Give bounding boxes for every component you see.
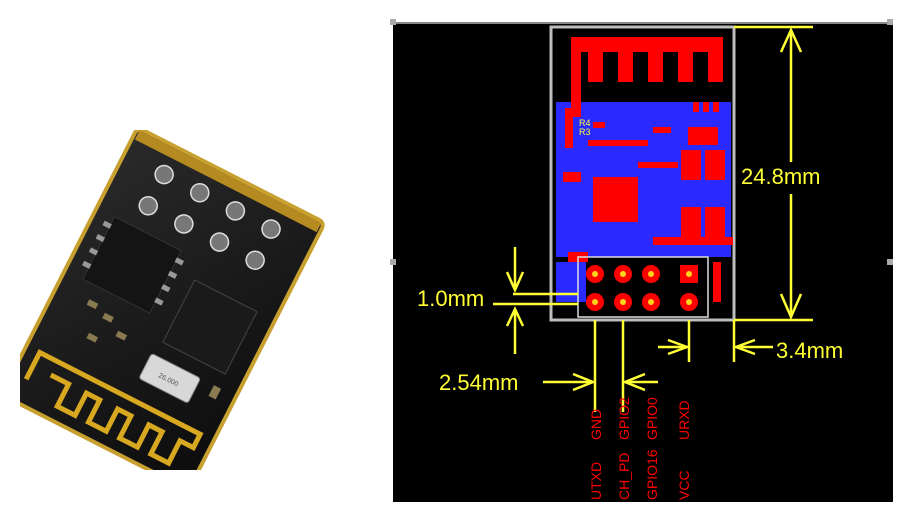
selection-handle-left[interactable] xyxy=(390,259,396,265)
trace-antenna xyxy=(23,349,204,467)
selection-handle-right[interactable] xyxy=(887,259,893,265)
header-pads xyxy=(586,265,698,311)
esp8266-chip xyxy=(162,279,258,375)
dim-row-gap-label: 1.0mm xyxy=(417,286,484,311)
board-top-edge xyxy=(134,130,322,233)
dimension-lines xyxy=(493,25,813,412)
pin-label-gpio16: GPIO16 xyxy=(644,449,660,500)
pin-label-ch-pd: CH_PD xyxy=(616,453,632,500)
pcb-dimension-drawing: R4 R3 xyxy=(393,22,893,502)
drawing-background xyxy=(393,22,893,502)
pin-label-urxd: URXD xyxy=(676,400,692,440)
pin-header-outline xyxy=(577,256,709,318)
flash-chip xyxy=(82,216,183,314)
selection-handle-top-right[interactable] xyxy=(887,19,893,25)
dim-pin-spacing-label: 2.54mm xyxy=(439,370,518,395)
pin-label-gpio0: GPIO0 xyxy=(644,397,660,440)
top-copper xyxy=(563,37,733,302)
crystal xyxy=(139,353,201,403)
dim-height-label: 24.8mm xyxy=(741,164,820,189)
pin-label-gpio2: GPIO2 xyxy=(616,397,632,440)
silk-r4: R4 xyxy=(579,118,591,128)
board-outline xyxy=(549,25,736,322)
pin-labels: UTXD GND CH_PD GPIO2 GPIO16 GPIO0 VCC UR… xyxy=(588,397,692,500)
esp8266-module-photo: 26.000 xyxy=(20,130,325,470)
selection-handle-top-left[interactable] xyxy=(390,19,396,25)
pin-label-gnd: GND xyxy=(588,409,604,440)
pin-label-vcc: VCC xyxy=(676,470,692,500)
dim-edge-offset-label: 3.4mm xyxy=(776,338,843,363)
silk-r3: R3 xyxy=(579,127,591,137)
pin-label-utxd: UTXD xyxy=(588,462,604,500)
header-pins xyxy=(138,164,281,270)
